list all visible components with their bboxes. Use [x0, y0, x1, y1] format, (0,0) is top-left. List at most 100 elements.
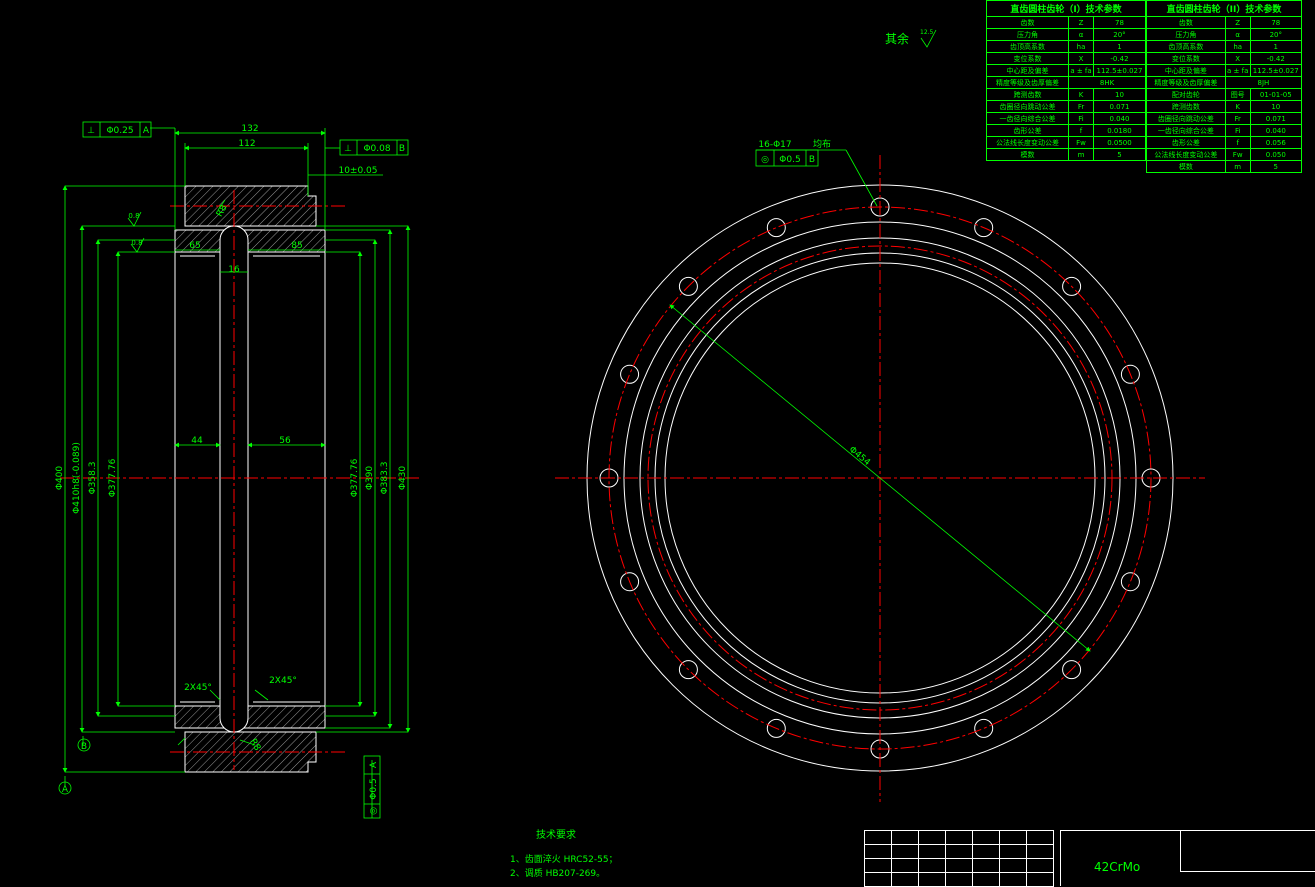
- tech-req-item-2: 2、调质 HB207-269。: [510, 869, 606, 879]
- bolt-hole: [1062, 660, 1082, 680]
- table1-cell: 模数: [985, 148, 1070, 161]
- gdt-conc2-tol: Φ0.5: [369, 778, 379, 799]
- bolt-hole: [1120, 364, 1140, 384]
- gdt-conc2-ref: A: [369, 761, 379, 768]
- table1-cell: K: [1068, 88, 1094, 101]
- table2-cell: 模数: [1146, 160, 1226, 173]
- table1-cell: Fi: [1068, 112, 1094, 125]
- table2-cell: Fr: [1224, 112, 1251, 125]
- roughness-a: 0.8: [128, 212, 139, 220]
- dim-dia3833: Φ383.3: [380, 462, 390, 495]
- dim-dia3583: Φ358.3: [88, 462, 98, 495]
- table2-cell: 112.5±0.027: [1249, 64, 1303, 77]
- table2-cell: 10: [1249, 100, 1303, 113]
- table1-cell: 78: [1092, 16, 1147, 29]
- table1-cell: 齿形公差: [985, 124, 1070, 137]
- table2-cell: 01-01-05: [1249, 88, 1303, 101]
- bolt-hole: [766, 218, 786, 238]
- table2-cell: 5: [1249, 160, 1303, 173]
- dim-10-tol: 10±0.05: [338, 166, 377, 176]
- table1-cell: 10: [1092, 88, 1147, 101]
- datum-a-label: A: [62, 785, 69, 795]
- table2-cell: 中心距及偏差: [1146, 64, 1226, 77]
- table1-cell: 齿圈径向跳动公差: [985, 100, 1070, 113]
- table1-cell: f: [1068, 124, 1094, 137]
- gdt-perp-tol: Φ0.25: [106, 126, 133, 136]
- table2-cell: 精度等级及齿厚偏差: [1146, 76, 1226, 89]
- table1-cell: a ± fa: [1068, 64, 1094, 77]
- table1-cell: 中心距及偏差: [985, 64, 1070, 77]
- table1-cell: 0.0180: [1092, 124, 1147, 137]
- holes-callout: 16-Φ17: [758, 140, 791, 150]
- table2-cell: 齿圈径向跳动公差: [1146, 112, 1226, 125]
- roughness-value: 12.5: [920, 29, 934, 36]
- table1-cell: ha: [1068, 40, 1094, 53]
- table1-cell: 齿顶高系数: [985, 40, 1070, 53]
- roughness-b: 0.8: [131, 239, 142, 247]
- tech-req-title: 技术要求: [536, 830, 576, 841]
- dim-dia37776-left: Φ377.76: [108, 458, 118, 497]
- table2-cell: 20°: [1249, 28, 1303, 41]
- gdt-conc1-ref: B: [809, 155, 815, 165]
- table1-cell: 公法线长度变动公差: [985, 136, 1070, 149]
- table2-cell: 齿形公差: [1146, 136, 1226, 149]
- table2-cell: 0.050: [1249, 148, 1303, 161]
- table1-cell: Fw: [1068, 136, 1094, 149]
- dim-56: 56: [279, 436, 291, 446]
- dim-dia390: Φ390: [365, 466, 375, 491]
- table2-cell: 压力角: [1146, 28, 1226, 41]
- table2-cell: 公法线长度变动公差: [1146, 148, 1226, 161]
- table1-cell: 112.5±0.027: [1092, 64, 1147, 77]
- table2-cell: ha: [1224, 40, 1251, 53]
- bolt-hole: [766, 718, 786, 738]
- table2-cell: 0.040: [1249, 124, 1303, 137]
- table2-cell: 齿数: [1146, 16, 1226, 29]
- holes-note: 均布: [813, 138, 831, 150]
- table2-cell: 变位系数: [1146, 52, 1226, 65]
- table1-cell: 一齿径向综合公差: [985, 112, 1070, 125]
- table2-cell: m: [1224, 160, 1251, 173]
- gdt-conc1-tol: Φ0.5: [779, 155, 800, 165]
- roughness-note: 其余: [885, 31, 909, 46]
- table1-cell: Z: [1068, 16, 1094, 29]
- gdt-conc1-symbol: ◎: [761, 155, 769, 165]
- table1-title: 直齿圆柱齿轮（I）技术参数: [986, 0, 1146, 17]
- dim-dia430: Φ430: [398, 466, 408, 491]
- table2-cell: 78: [1249, 16, 1303, 29]
- gdt-perp2-ref: B: [399, 144, 405, 154]
- table2-cell: 0.071: [1249, 112, 1303, 125]
- table1-cell: 1: [1092, 40, 1147, 53]
- bolt-hole: [620, 364, 640, 384]
- table2-cell: Fi: [1224, 124, 1251, 137]
- table2-cell: 一齿径向综合公差: [1146, 124, 1226, 137]
- table2-cell: X: [1224, 52, 1251, 65]
- title-block: [864, 830, 1177, 887]
- table1-cell: 精度等级及齿厚偏差: [985, 76, 1070, 89]
- chamfer-right: 2X45°: [269, 676, 297, 686]
- gdt-perp2-tol: Φ0.08: [363, 144, 390, 154]
- dim-16: 16: [228, 265, 240, 275]
- datum-b-label: B: [81, 742, 87, 752]
- gdt-perp-ref: A: [143, 126, 150, 136]
- table2-cell: 配对齿轮: [1146, 88, 1226, 101]
- table2-cell: 8JH: [1224, 76, 1303, 89]
- dim-65: 65: [189, 241, 200, 251]
- chamfer-left: 2X45°: [184, 683, 212, 693]
